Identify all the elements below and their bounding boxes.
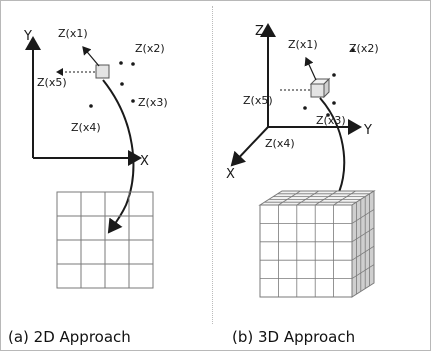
- panel-b-label-x4: Z(x4): [265, 137, 295, 150]
- panel-b-dot-x3: [332, 101, 336, 105]
- panel-a-arrow-x1: [82, 46, 100, 67]
- panel-a-y-axis-label: Y: [23, 29, 32, 44]
- panel-b-dot-x4: [303, 106, 307, 110]
- panel-a-label-x4: Z(x4): [71, 121, 101, 134]
- voxel-side-line-b: [351, 264, 375, 279]
- voxel-top-line-a: [333, 190, 356, 206]
- panel-b-x-axis-label: X: [226, 167, 235, 182]
- panel-b-dot-x2b: [351, 48, 355, 52]
- panel-divider: [212, 6, 213, 324]
- voxel-side-line-b: [351, 245, 375, 261]
- voxel-top-line-a: [296, 190, 320, 206]
- panel-a-dot-x2: [119, 61, 123, 65]
- panel-b-y-axis-label: Y: [363, 123, 372, 138]
- panel-b-label-x3: Z(x3): [316, 114, 346, 127]
- voxel-side-line-b: [351, 227, 375, 243]
- panel-a-dot-x3: [120, 82, 124, 86]
- panel-b: Z Y X Z(x1) Z(x2) Z(x5) Z(x3) Z(x4): [226, 23, 379, 298]
- panel-b-label-x2: Z(x2): [349, 42, 379, 55]
- panel-b-dot-x2: [332, 73, 336, 77]
- panel-a-label-x1: Z(x1): [58, 27, 88, 40]
- panel-a-grid: [56, 191, 154, 289]
- panel-a-label-x5: Z(x5): [37, 76, 67, 89]
- panel-b-arrow-x1: [304, 56, 317, 81]
- panel-a-label-x3: Z(x3): [138, 96, 168, 109]
- panel-b-label-x5: Z(x5): [243, 94, 273, 107]
- panel-a: Y X Z(x1) Z(x2) Z(x5) Z(x3) Z(x4): [23, 27, 168, 289]
- voxel-side-line-b: [351, 209, 375, 224]
- panel-b-dot-x3b: [326, 113, 330, 117]
- voxel-front-face: [259, 204, 353, 298]
- panel-b-x-axis: [230, 126, 269, 167]
- panel-a-label-x2: Z(x2): [135, 42, 165, 55]
- panel-b-voxel-cube: [258, 190, 376, 298]
- voxel-top-line-a: [314, 190, 338, 206]
- panel-a-dot-x4: [89, 104, 93, 108]
- panel-a-x-axis-label: X: [140, 154, 149, 169]
- voxel-top-line-a: [278, 190, 301, 206]
- panel-b-z-axis-label: Z: [255, 24, 264, 39]
- caption-3d-approach: (b) 3D Approach: [232, 328, 356, 346]
- panel-a-dot-x2b: [131, 62, 135, 66]
- voxel-side-face: [351, 190, 375, 298]
- panel-a-dot-x3b: [131, 99, 135, 103]
- panel-a-center-pixel: [95, 64, 110, 79]
- panel-b-label-x1: Z(x1): [288, 38, 318, 51]
- caption-2d-approach: (a) 2D Approach: [8, 328, 131, 346]
- panel-b-center-voxel: [309, 77, 331, 99]
